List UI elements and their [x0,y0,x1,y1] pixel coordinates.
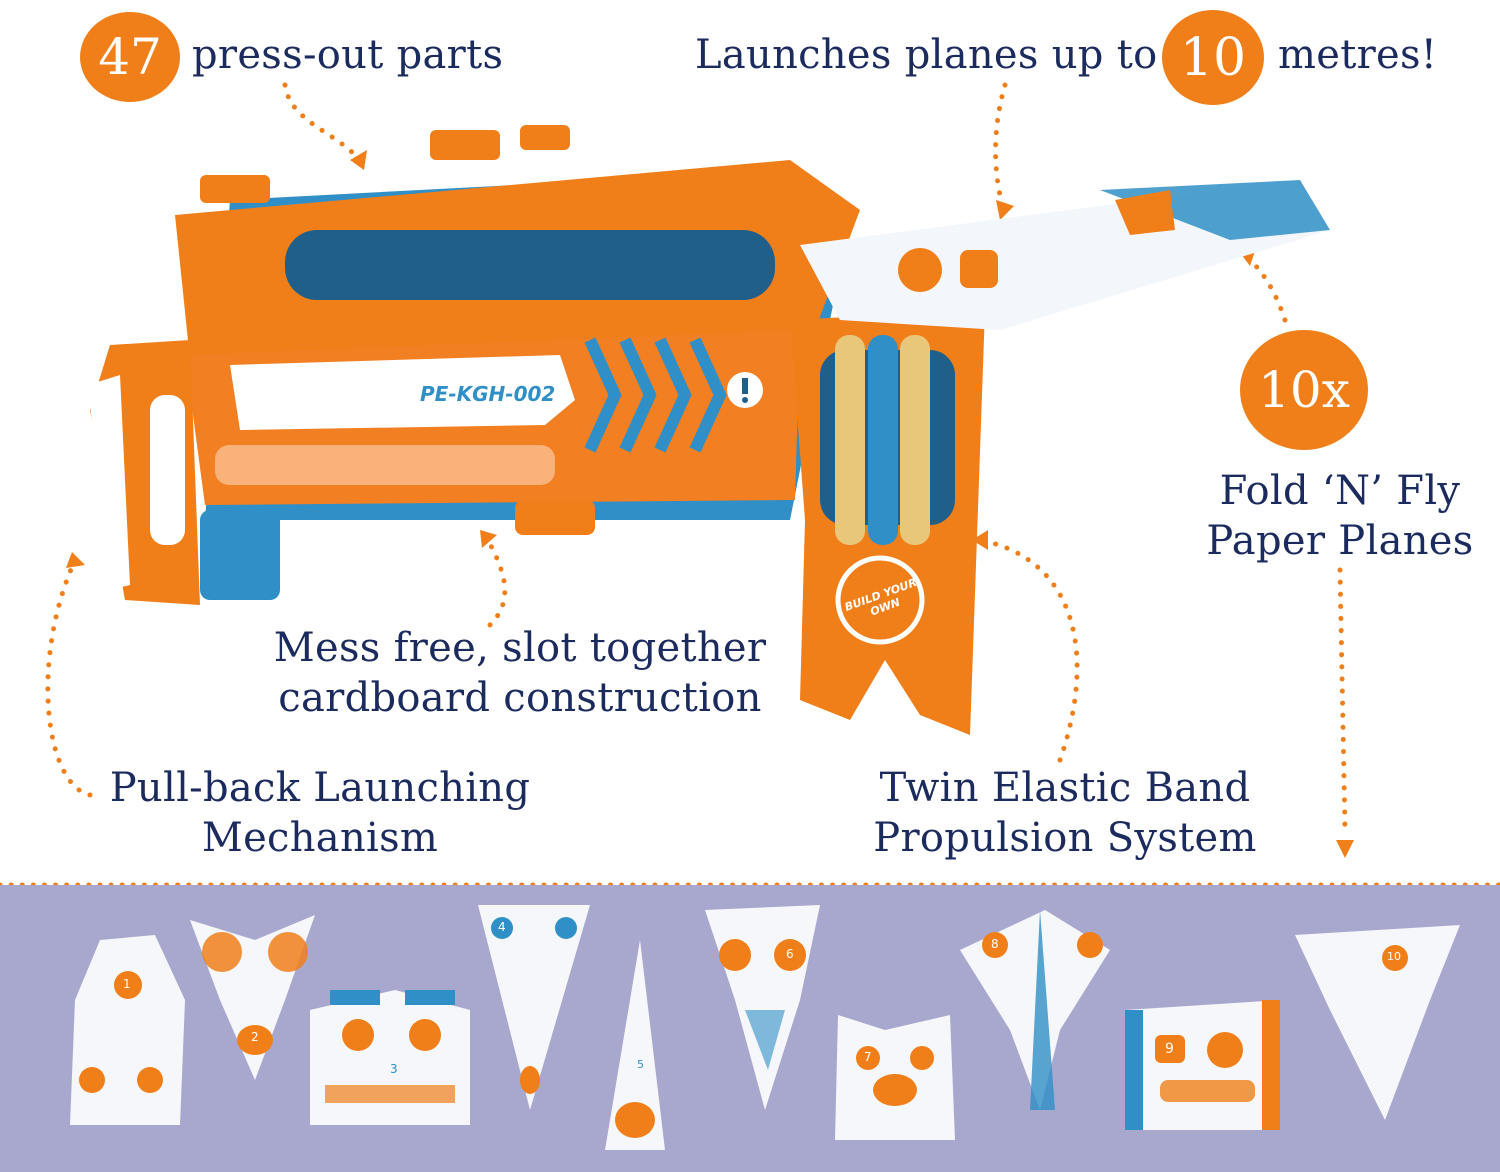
launcher-foot [200,510,280,600]
paper-plane-6 [705,905,820,1110]
range-value: 10 [1179,27,1247,88]
planes-label-line1: Fold ‘N’ Fly [1219,468,1461,514]
pullback-label: Pull-back Launching Mechanism [95,763,545,863]
launcher-tab [430,130,500,160]
planes-count-value: 10x [1258,361,1350,419]
planes-count-badge: 10x [1240,330,1368,450]
paper-plane-8 [960,910,1110,1110]
paper-plane-1 [70,935,185,1125]
paper-plane-7 [835,1015,955,1140]
paper-plane-2 [190,915,315,1080]
plane-number-6: 6 [786,947,794,961]
elastic-label: Twin Elastic Band Propulsion System [850,763,1280,863]
plane-number-9: 9 [1165,1041,1174,1057]
plane-number-10: 10 [1387,950,1401,963]
paper-plane-10 [1295,925,1460,1120]
paper-plane-9 [1125,1000,1280,1130]
plane-number-7: 7 [864,1050,872,1064]
range-suffix: metres! [1278,32,1438,78]
paper-plane-5 [605,940,665,1150]
launcher-vent [215,445,555,485]
elastic-band [900,335,930,545]
range-badge: 10 [1162,10,1264,105]
launcher-top-slot [285,230,775,300]
paper-plane-3 [310,990,470,1125]
construction-label: Mess free, slot together cardboard const… [250,623,790,723]
plane-number-1: 1 [123,977,131,991]
plane-number-2: 2 [251,1030,259,1044]
launcher-model-code: PE-KGH-002 [420,382,556,406]
elastic-band [835,335,865,545]
pullback-line2: Mechanism [201,815,439,861]
plane-number-8: 8 [991,937,999,951]
range-prefix: Launches planes up to [695,32,1158,78]
launcher-tab [520,125,570,150]
launcher-white-stripe [230,355,575,430]
plane-number-5: 5 [637,1058,644,1071]
launcher-foot [515,500,595,535]
elastic-line1: Twin Elastic Band [879,765,1251,811]
parts-count-value: 47 [98,28,162,86]
construction-line2: cardboard construction [278,675,762,721]
elastic-line2: Propulsion System [873,815,1257,861]
pullback-line1: Pull-back Launching [109,765,531,811]
construction-line1: Mess free, slot together [273,625,767,671]
parts-count-badge: 47 [80,12,180,102]
parts-label: press-out parts [192,32,504,78]
plane-number-4: 4 [498,920,506,934]
launcher-tab [200,175,270,203]
planes-label-line2: Paper Planes [1206,518,1474,564]
plane-number-3: 3 [390,1062,398,1076]
paper-plane-4 [478,905,590,1110]
launcher-chevrons [584,337,727,453]
planes-label: Fold ‘N’ Fly Paper Planes [1190,466,1490,566]
elastic-band [868,335,898,545]
brand-gear-icon [835,555,925,645]
